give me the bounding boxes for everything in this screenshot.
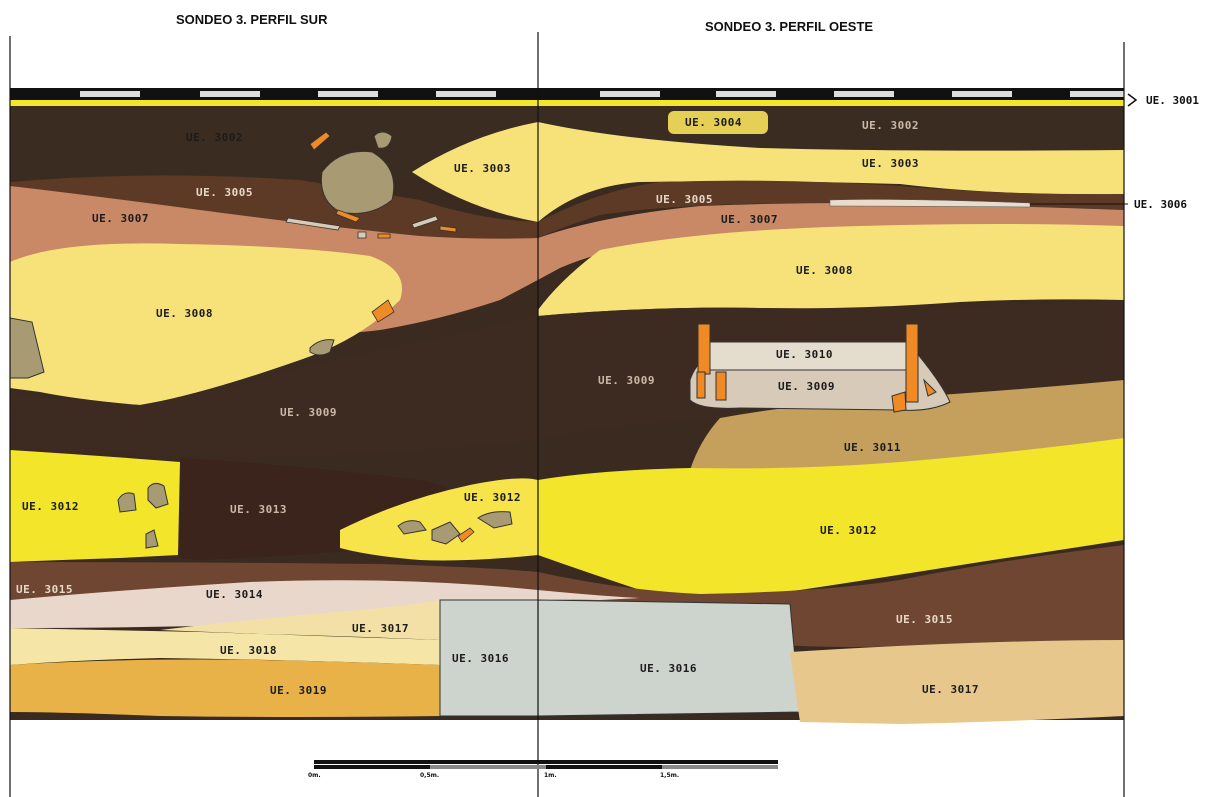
- label-south-ue3015: UE. 3015: [16, 583, 73, 596]
- layer-ue3016-west: [537, 599, 801, 717]
- stones: [9, 131, 513, 549]
- layer-ue3019: [10, 659, 440, 717]
- layer-ue3011: [690, 380, 1124, 471]
- label-south-ue3002: UE. 3002: [186, 131, 243, 144]
- layer-ue3004: [668, 111, 768, 134]
- label-west-ue3009a: UE. 3009: [598, 374, 655, 387]
- layer-ue3017-west: [790, 640, 1124, 724]
- layer-ue3017-south: [160, 600, 440, 640]
- structure-ue3010: [689, 323, 951, 413]
- layer-ue3001: [10, 100, 1124, 106]
- label-south-ue3005: UE. 3005: [196, 186, 253, 199]
- label-south-ue3014: UE. 3014: [206, 588, 263, 601]
- label-west-ue3017: UE. 3017: [922, 683, 979, 696]
- label-west-ue3004: UE. 3004: [685, 116, 742, 129]
- ue3001-arrow: [1127, 93, 1138, 107]
- layer-ue3003-south: [412, 122, 538, 222]
- label-west-ue3012: UE. 3012: [820, 524, 877, 537]
- layer-ue3008-south: [10, 243, 402, 405]
- title-west-profile: SONDEO 3. PERFIL OESTE: [705, 19, 874, 34]
- layer-ue3009: [10, 300, 1124, 456]
- label-south-ue3017: UE. 3017: [352, 622, 409, 635]
- small-fragments: [285, 215, 439, 239]
- layer-ue3008-west: [538, 224, 1124, 316]
- scale-label-05: 0,5m.: [420, 772, 440, 779]
- label-west-ue3015: UE. 3015: [896, 613, 953, 626]
- layer-ue3012-south-lens: [340, 478, 538, 561]
- label-west-ue3005: UE. 3005: [656, 193, 713, 206]
- label-west-ue3003: UE. 3003: [862, 157, 919, 170]
- title-south-profile: SONDEO 3. PERFIL SUR: [176, 12, 328, 27]
- scale-label-15: 1,5m.: [660, 772, 680, 779]
- label-ue3001: UE. 3001: [1146, 94, 1199, 107]
- label-south-ue3012a: UE. 3012: [22, 500, 79, 513]
- label-west-ue3002: UE. 3002: [862, 119, 919, 132]
- scale-label-0: 0m.: [308, 772, 321, 779]
- label-south-ue3013: UE. 3013: [230, 503, 287, 516]
- label-west-ue3009b: UE. 3009: [778, 380, 835, 393]
- label-south-ue3012b: UE. 3012: [464, 491, 521, 504]
- label-south-ue3016: UE. 3016: [452, 652, 509, 665]
- label-west-ue3011: UE. 3011: [844, 441, 901, 454]
- label-south-ue3019: UE. 3019: [270, 684, 327, 697]
- label-ue3006: UE. 3006: [1134, 198, 1187, 211]
- layer-ue3014: [10, 580, 640, 628]
- layer-ue3012-south-left: [10, 450, 180, 562]
- scale-bar: [314, 760, 778, 769]
- ceramic-fragments: [309, 131, 475, 543]
- scale-label-1: 1m.: [544, 772, 557, 779]
- label-west-ue3007: UE. 3007: [721, 213, 778, 226]
- layer-ue3006: [829, 199, 1031, 208]
- label-south-ue3008: UE. 3008: [156, 307, 213, 320]
- label-south-ue3007: UE. 3007: [92, 212, 149, 225]
- label-south-ue3003: UE. 3003: [454, 162, 511, 175]
- label-west-ue3010: UE. 3010: [776, 348, 833, 361]
- layer-ue3012-west: [538, 438, 1124, 595]
- top-scale-strip: [10, 88, 1124, 100]
- label-west-ue3016: UE. 3016: [640, 662, 697, 675]
- layer-ue3018: [10, 628, 440, 665]
- layer-ue3003-west: [538, 122, 1124, 222]
- label-south-ue3018: UE. 3018: [220, 644, 277, 657]
- label-west-ue3008: UE. 3008: [796, 264, 853, 277]
- label-south-ue3009: UE. 3009: [280, 406, 337, 419]
